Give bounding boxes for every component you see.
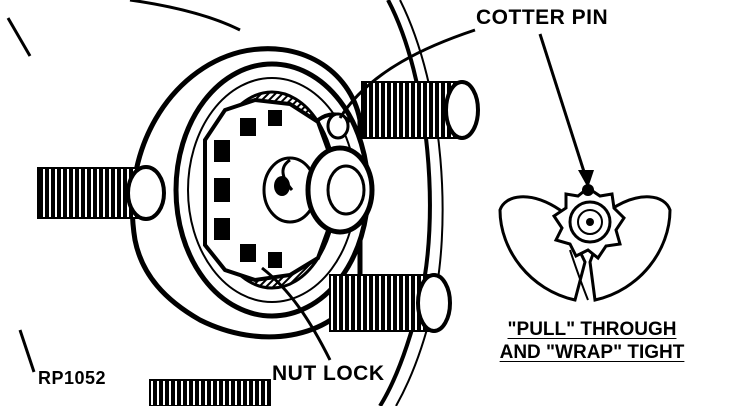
nut-lock-label: NUT LOCK — [272, 362, 385, 385]
drum-outline — [6, 0, 444, 406]
wheel-stud-upper — [361, 80, 480, 140]
cotter-pin-detail-inset — [498, 184, 672, 302]
leader-lines — [261, 28, 588, 361]
instruction-caption: "PULL" THROUGH AND "WRAP" TIGHT — [492, 318, 692, 364]
wheel-stud-bottom — [149, 379, 271, 406]
cotter-pin-label: COTTER PIN — [476, 6, 609, 29]
arrowhead-cotter — [578, 170, 594, 188]
castle-nut — [203, 97, 332, 283]
instruction-line-1: "PULL" THROUGH — [507, 319, 677, 340]
figure-id: RP1052 — [38, 368, 107, 388]
spindle-end — [281, 112, 375, 235]
instruction-line-2: AND "WRAP" TIGHT — [499, 342, 685, 363]
wheel-stud-left — [37, 165, 166, 221]
wheel-stud-lower — [329, 273, 452, 333]
